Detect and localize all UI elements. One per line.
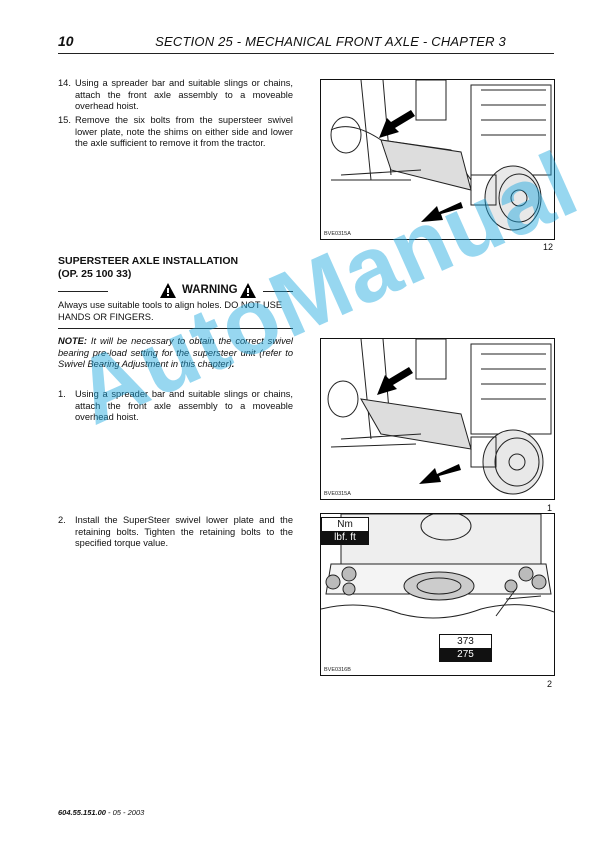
warning-banner: WARNING [58, 283, 293, 299]
figure-code: BVE0316B [324, 667, 351, 673]
warning-icon [240, 283, 256, 298]
section-op-code: (OP. 25 100 33) [58, 268, 132, 280]
figure-axle-removal: BVE0315A [320, 79, 555, 240]
step-1: 1. Using a spreader bar and suitable sli… [58, 389, 293, 423]
header-rule [58, 53, 554, 54]
note-text: It will be necessary to obtain the corre… [58, 336, 293, 370]
note-end: . [231, 359, 235, 370]
step-text: Using a spreader bar and suitable slings… [75, 78, 293, 112]
step-text: Install the SuperSteer swivel lower plat… [75, 515, 293, 549]
doc-date: - 05 - 2003 [105, 808, 145, 817]
doc-number: 604.55.151.00 [58, 808, 106, 817]
step-text: Remove the six bolts from the supersteer… [75, 115, 293, 149]
section-heading: SUPERSTEER AXLE INSTALLATION [58, 255, 239, 267]
figure-code: BVE0315A [324, 491, 351, 497]
warning-icon [160, 283, 176, 298]
figure-code: BVE0315A [324, 231, 351, 237]
note: NOTE: It will be necessary to obtain the… [58, 336, 293, 371]
figure-swivel-plate: BVE0316B [320, 513, 555, 676]
note-label: NOTE: [58, 336, 87, 346]
step-14: 14. Using a spreader bar and suitable sl… [58, 78, 293, 112]
figure-number: 12 [543, 242, 554, 252]
warning-rule [58, 328, 293, 329]
warning-label: WARNING [182, 284, 238, 296]
page-number: 10 [58, 33, 74, 49]
torque-value-lbf: 275 [439, 648, 492, 662]
section-title: SECTION 25 - MECHANICAL FRONT AXLE - CHA… [155, 34, 506, 49]
page-footer: 604.55.151.00 - 05 - 2003 [58, 808, 144, 817]
axle-hoist-illustration [327, 339, 552, 495]
warning-text: Always use suitable tools to align holes… [58, 300, 283, 322]
page-header: 10 SECTION 25 - MECHANICAL FRONT AXLE - … [58, 33, 554, 53]
axle-removal-illustration [330, 80, 552, 231]
torque-unit-nm: Nm [321, 517, 369, 532]
step-15: 15. Remove the six bolts from the supers… [58, 115, 293, 149]
figure-number: 2 [547, 679, 553, 689]
step-2: 2. Install the SuperSteer swivel lower p… [58, 515, 293, 549]
swivel-plate-illustration [321, 514, 554, 619]
step-text: Using a spreader bar and suitable slings… [75, 389, 293, 423]
figure-number: 1 [547, 503, 553, 513]
torque-unit-lbf: lbf. ft [321, 531, 369, 545]
torque-value-nm: 373 [439, 634, 492, 649]
figure-axle-hoist: BVE0315A [320, 338, 555, 500]
